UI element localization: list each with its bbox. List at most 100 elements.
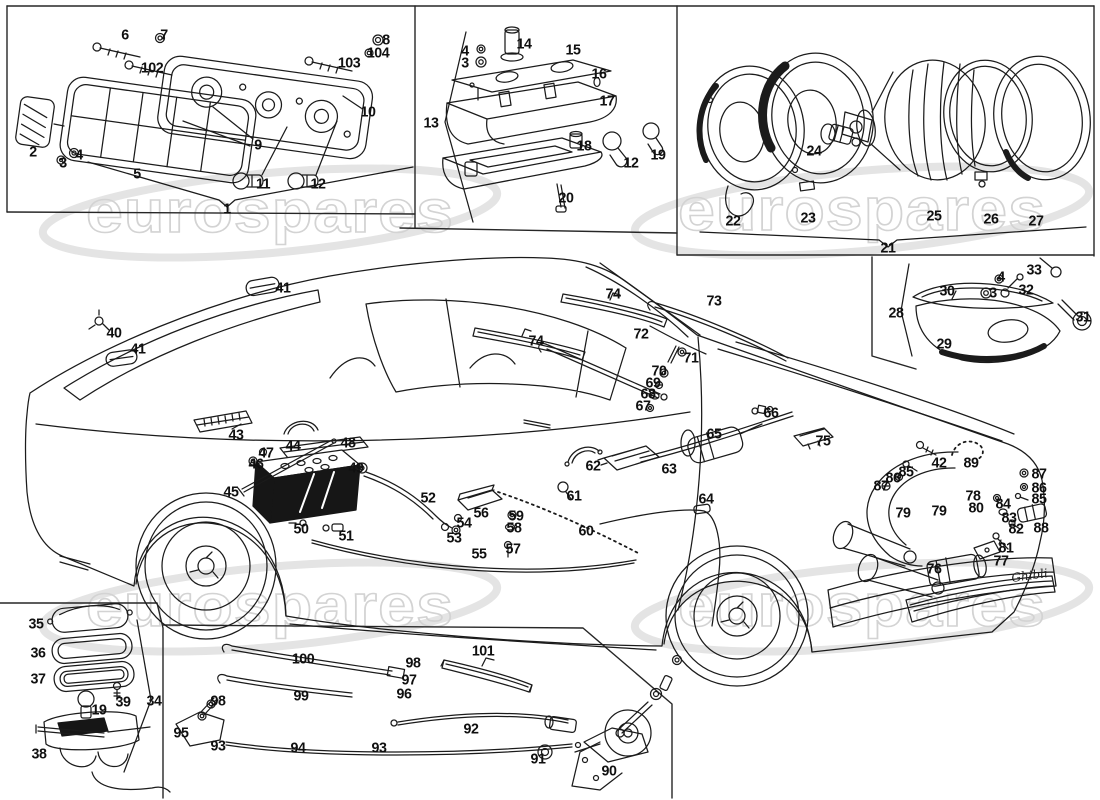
part-label-59: 59: [508, 507, 524, 525]
part-label-2: 2: [29, 143, 37, 161]
part-label-87: 87: [873, 477, 889, 495]
part-label-86: 86: [885, 469, 901, 487]
part-label-50: 50: [293, 520, 309, 538]
part-label-17: 17: [599, 92, 615, 110]
part-label-12: 12: [623, 154, 639, 172]
part-label-89: 89: [963, 454, 979, 472]
part-label-27: 27: [1028, 212, 1044, 230]
plate-lamp-assembly-drawing: [43, 603, 171, 793]
part-label-5: 5: [133, 165, 141, 183]
part-label-99: 99: [293, 687, 309, 705]
part-label-100: 100: [291, 650, 315, 668]
part-label-33: 33: [1026, 261, 1042, 279]
part-label-38: 38: [31, 745, 47, 763]
part-label-103: 103: [337, 54, 361, 72]
part-label-32: 32: [1018, 281, 1034, 299]
part-label-91: 91: [530, 750, 546, 768]
part-label-79: 79: [931, 502, 947, 520]
part-label-73: 73: [706, 292, 722, 310]
wiper-assembly-drawing: [35, 643, 683, 791]
part-label-58: 58: [506, 519, 522, 537]
part-label-76: 76: [926, 560, 942, 578]
part-label-74: 74: [605, 285, 621, 303]
part-label-39: 39: [115, 693, 131, 711]
part-label-86: 86: [1031, 479, 1047, 497]
part-label-94: 94: [290, 739, 306, 757]
part-label-23: 23: [800, 209, 816, 227]
part-label-85: 85: [898, 463, 914, 481]
part-label-96: 96: [396, 685, 412, 703]
part-label-66: 66: [763, 404, 779, 422]
part-label-18: 18: [576, 137, 592, 155]
part-label-21: 21: [880, 239, 896, 257]
part-label-9: 9: [254, 136, 262, 154]
part-label-3: 3: [461, 54, 469, 72]
part-label-4: 4: [461, 42, 469, 60]
part-label-48: 48: [340, 434, 356, 452]
part-label-57: 57: [505, 540, 521, 558]
part-label-51: 51: [338, 527, 354, 545]
part-label-1: 1: [223, 200, 231, 218]
part-label-36: 36: [30, 644, 46, 662]
part-label-54: 54: [456, 514, 472, 532]
part-label-13: 13: [423, 114, 439, 132]
eurospares-watermark: eurospares: [630, 162, 1094, 260]
part-label-102: 102: [140, 59, 164, 77]
part-label-72: 72: [633, 325, 649, 343]
part-label-24: 24: [806, 142, 822, 160]
part-label-3: 3: [59, 154, 67, 172]
part-label-22: 22: [725, 212, 741, 230]
part-label-70: 70: [651, 362, 667, 380]
part-label-12: 12: [310, 175, 326, 193]
part-label-88: 88: [1033, 519, 1049, 537]
part-label-25: 25: [926, 207, 942, 225]
part-label-10: 10: [360, 103, 376, 121]
part-label-63: 63: [661, 460, 677, 478]
part-label-98: 98: [405, 654, 421, 672]
svg-text:eurospares: eurospares: [86, 178, 454, 245]
part-label-82: 82: [1008, 520, 1024, 538]
part-label-31: 31: [1075, 308, 1091, 326]
part-label-4: 4: [997, 268, 1005, 286]
part-label-78: 78: [965, 487, 981, 505]
part-label-77: 77: [993, 552, 1009, 570]
part-label-98: 98: [210, 692, 226, 710]
part-label-75: 75: [815, 432, 831, 450]
part-label-92: 92: [463, 720, 479, 738]
tail-lamp-assembly-drawing: [15, 32, 414, 208]
part-label-80: 80: [968, 499, 984, 517]
part-label-74: 74: [528, 332, 544, 350]
part-label-90: 90: [601, 762, 617, 780]
part-label-93: 93: [371, 739, 387, 757]
eurospares-watermark: eurospares: [630, 558, 1094, 656]
part-label-4: 4: [75, 146, 83, 164]
part-label-43: 43: [228, 426, 244, 444]
headlamp-assembly-drawing: [696, 52, 1091, 248]
part-label-69: 69: [645, 374, 661, 392]
part-label-35: 35: [28, 615, 44, 633]
part-label-71: 71: [683, 349, 699, 367]
part-label-49: 49: [348, 459, 364, 477]
part-label-95: 95: [173, 724, 189, 742]
part-label-34: 34: [146, 692, 162, 710]
part-label-87: 87: [1031, 465, 1047, 483]
part-label-97: 97: [401, 671, 417, 689]
part-label-67: 67: [635, 397, 651, 415]
part-label-7: 7: [160, 26, 168, 44]
part-label-44: 44: [285, 437, 301, 455]
part-label-19: 19: [91, 701, 107, 719]
part-label-16: 16: [591, 65, 607, 83]
part-label-61: 61: [566, 487, 582, 505]
svg-text:eurospares: eurospares: [86, 572, 454, 639]
part-label-81: 81: [998, 539, 1014, 557]
part-label-84: 84: [995, 495, 1011, 513]
part-label-6: 6: [121, 26, 129, 44]
car-electrical-parts-drawing: [88, 276, 1048, 627]
part-label-42: 42: [931, 454, 947, 472]
part-label-60: 60: [578, 522, 594, 540]
panel-borders: [0, 5, 1095, 799]
part-label-52: 52: [420, 489, 436, 507]
part-label-41: 41: [130, 340, 146, 358]
